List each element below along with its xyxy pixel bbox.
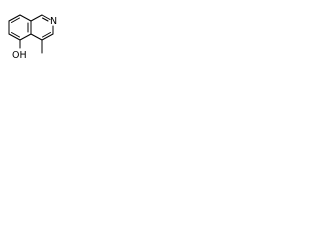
double-bond-c1-n2 [42,17,49,22]
double-bond-c6-c5 [11,32,20,38]
bond-c5-c4a [19,33,32,41]
bond-c8a-c1 [30,14,43,22]
bond-c1-n2 [41,14,51,20]
chemical-structure-canvas: N OH [0,0,78,69]
bond-c6-c5 [8,33,21,41]
hydroxyl-group-label: OH [12,50,27,61]
double-bond-c8-c7 [11,17,20,23]
bond-c4-c4a [30,33,43,41]
isoquinoline-structure-drawing: N OH [8,14,57,61]
bond-c8a-c8 [19,14,32,22]
nitrogen-atom-label: N [50,16,57,27]
bond-c3-c4 [41,33,54,41]
bond-c8-c7 [8,14,21,22]
double-bond-c3-c4 [42,32,51,38]
